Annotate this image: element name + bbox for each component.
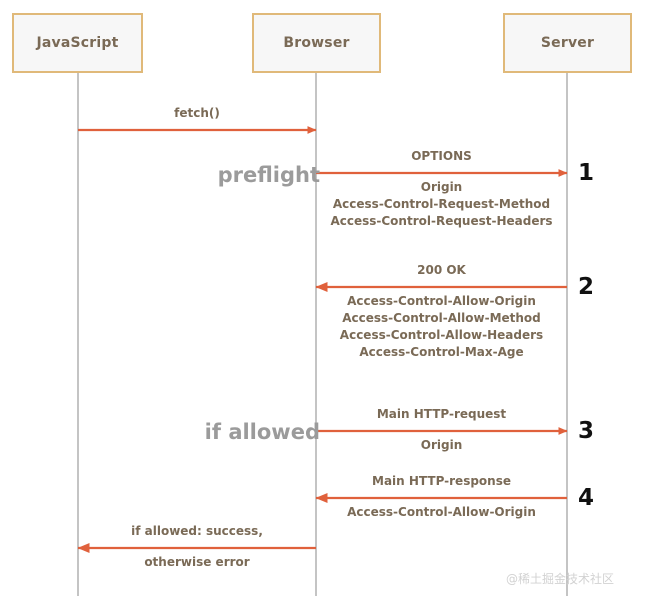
message-text-line: fetch() — [174, 106, 220, 120]
phase-label-preflight: preflight — [217, 163, 320, 187]
message-text-line: Origin — [420, 438, 463, 452]
step-1: 1 — [578, 160, 595, 186]
message-text-line: otherwise error — [144, 555, 250, 569]
participant-label-browser: Browser — [283, 35, 350, 51]
step-2: 2 — [578, 274, 595, 300]
lifelines-group — [77, 73, 568, 596]
message-text-line: Main HTTP-response — [372, 474, 511, 488]
message-text-line: Access-Control-Allow-Method — [342, 311, 541, 325]
message-label-above-main-response: Main HTTP-response — [372, 473, 511, 490]
step-4: 4 — [578, 485, 595, 511]
message-arrows-group — [77, 126, 568, 553]
message-label-below-main-response: Access-Control-Allow-Origin — [347, 504, 536, 521]
phase-label-if-allowed: if allowed — [204, 420, 320, 444]
message-text-line: Access-Control-Request-Method — [332, 197, 551, 211]
message-label-above-preflight-response: 200 OK — [417, 262, 466, 279]
message-text-line: 200 OK — [417, 263, 466, 277]
message-text-line: Access-Control-Allow-Origin — [347, 294, 536, 308]
message-label-above-preflight-options: OPTIONS — [411, 148, 472, 165]
message-text-line: Access-Control-Allow-Origin — [347, 505, 536, 519]
step-3: 3 — [578, 418, 595, 444]
message-text-line: if allowed: success, — [131, 524, 263, 538]
watermark: @稀土掘金技术社区 — [505, 572, 615, 586]
message-label-above-main-request: Main HTTP-request — [377, 406, 506, 423]
message-text-line: Origin — [420, 180, 463, 194]
message-label-below-main-request: Origin — [421, 437, 462, 454]
participant-box-browser: Browser — [252, 13, 381, 73]
message-text-line: Access-Control-Max-Age — [359, 345, 524, 359]
message-text-line: Main HTTP-request — [376, 407, 507, 421]
participant-box-javascript: JavaScript — [12, 13, 143, 73]
participant-label-server: Server — [540, 35, 595, 51]
message-text-line: Access-Control-Request-Headers — [330, 214, 553, 228]
message-text-line: OPTIONS — [411, 149, 472, 163]
message-label-below-result-to-js: otherwise error — [144, 554, 249, 571]
message-text-line: Access-Control-Allow-Headers — [339, 328, 544, 342]
message-label-above-result-to-js: if allowed: success, — [131, 523, 263, 540]
message-label-above-fetch: fetch() — [174, 105, 220, 122]
participant-label-javascript: JavaScript — [36, 35, 119, 51]
participant-box-server: Server — [503, 13, 632, 73]
